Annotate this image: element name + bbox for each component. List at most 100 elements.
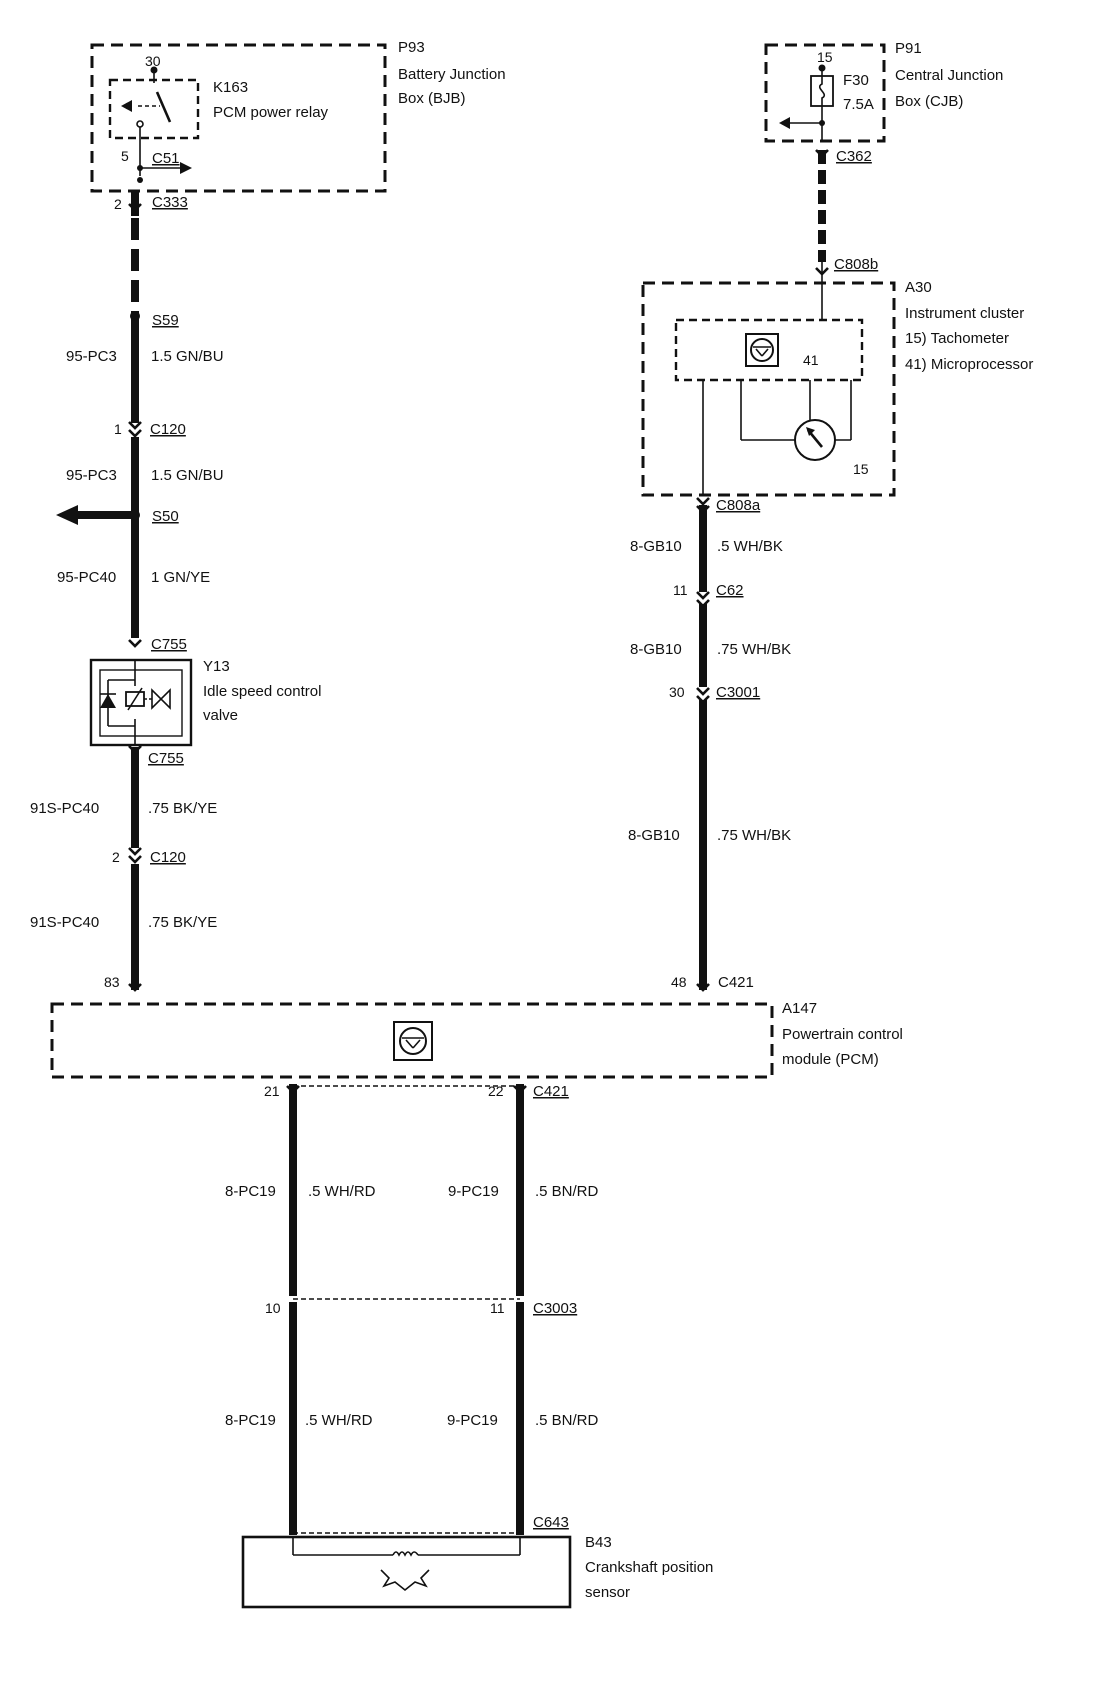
a147-line1: Powertrain control [782, 1026, 903, 1043]
conn-c643: C643 [533, 1514, 569, 1531]
conn-c808b: C808b [834, 256, 878, 273]
b43-crankshaft-sensor [241, 1535, 572, 1609]
y13-idle-speed-valve [89, 658, 193, 747]
y13-line2: valve [203, 707, 238, 724]
a30-name: Instrument cluster [905, 305, 1024, 322]
a30-id: A30 [905, 279, 932, 296]
chevron-c120b [128, 847, 142, 864]
relay-pin-5: 5 [121, 148, 129, 164]
chevron-c808a [696, 497, 710, 514]
b43-line2: sensor [585, 1584, 630, 1601]
pin-c333: 2 [114, 196, 122, 212]
left-size-b: .5 WH/RD [305, 1412, 373, 1429]
p93-id: P93 [398, 39, 425, 56]
conn-c808a: C808a [716, 497, 761, 514]
pin-pcm-21: 21 [264, 1083, 280, 1099]
conn-pcm-c421-bottom: C421 [533, 1083, 569, 1100]
y13-id: Y13 [203, 658, 230, 675]
chevron-c62 [696, 591, 710, 608]
conn-c3001: C3001 [716, 684, 760, 701]
chevron-c333 [128, 203, 142, 212]
a147-pcm-module [50, 1002, 774, 1079]
p91-id: P91 [895, 40, 922, 57]
a30-label-41: 41 [803, 352, 819, 368]
rwire2-size: .75 WH/BK [717, 641, 791, 658]
right-size-b: .5 BN/RD [535, 1412, 599, 1429]
rwire3-size: .75 WH/BK [717, 827, 791, 844]
chevron-c120a [128, 421, 142, 438]
reluctor-wheel-icon [380, 1569, 430, 1592]
wire4-size: .75 BK/YE [148, 800, 217, 817]
wire2-size: 1.5 GN/BU [151, 467, 224, 484]
wire3-size: 1 GN/YE [151, 569, 210, 586]
fuse-pin-15: 15 [817, 49, 833, 65]
conn-c120b: C120 [150, 849, 186, 866]
conn-c51: C51 [152, 150, 180, 167]
b43-line1: Crankshaft position [585, 1559, 713, 1576]
pin-c3003-right: 11 [490, 1300, 505, 1316]
p93-label-line2: Box (BJB) [398, 90, 466, 107]
p91-line2: Box (CJB) [895, 93, 963, 110]
pin-c3003-left: 10 [265, 1300, 281, 1316]
rwire3-code: 8-GB10 [628, 827, 680, 844]
f30-rating: 7.5A [843, 96, 874, 113]
pin-pcm-83: 83 [104, 974, 120, 990]
pin-pcm-48: 48 [671, 974, 687, 990]
k163-relay-box [108, 78, 200, 140]
splice-s59-dot [130, 311, 140, 321]
a30-item15: 15) Tachometer [905, 330, 1009, 347]
conn-c362: C362 [836, 148, 872, 165]
wire1-size: 1.5 GN/BU [151, 348, 224, 365]
pin-c62: 11 [673, 582, 688, 598]
k163-id: K163 [213, 79, 248, 96]
wire1-code: 95-PC3 [66, 348, 117, 365]
rwire1-size: .5 WH/BK [717, 538, 783, 555]
a147-id: A147 [782, 1000, 817, 1017]
pin-pcm-22: 22 [488, 1083, 504, 1099]
conn-c62: C62 [716, 582, 744, 599]
a30-instrument-cluster [641, 281, 896, 497]
wire2-code: 95-PC3 [66, 467, 117, 484]
left-code-b: 8-PC19 [225, 1412, 276, 1429]
pin-c3001: 30 [669, 684, 685, 700]
sensor-wires [289, 1084, 524, 1535]
right-code-b: 9-PC19 [447, 1412, 498, 1429]
wire5-code: 91S-PC40 [30, 914, 99, 931]
a30-label-15: 15 [853, 461, 869, 477]
p93-battery-junction-box [90, 43, 387, 193]
splice-s59: S59 [152, 312, 179, 329]
conn-c120a: C120 [150, 421, 186, 438]
rwire1-code: 8-GB10 [630, 538, 682, 555]
wire3-code: 95-PC40 [57, 569, 116, 586]
chevron-pcm-83 [128, 983, 142, 992]
wire5-size: .75 BK/YE [148, 914, 217, 931]
chevron-pcm-48 [696, 983, 710, 992]
wire4-code: 91S-PC40 [30, 800, 99, 817]
p93-label-line1: Battery Junction [398, 66, 506, 83]
pin-c120a: 1 [114, 421, 122, 437]
s50-branch-arrow [56, 505, 78, 525]
conn-c755b: C755 [148, 750, 184, 767]
rwire2-code: 8-GB10 [630, 641, 682, 658]
splice-s50: S50 [152, 508, 179, 525]
p91-central-junction-box [764, 43, 886, 143]
right-size-a: .5 BN/RD [535, 1183, 599, 1200]
b43-id: B43 [585, 1534, 612, 1551]
left-size-a: .5 WH/RD [308, 1183, 376, 1200]
y13-line1: Idle speed control [203, 683, 321, 700]
chevron-c755a [128, 639, 142, 648]
a147-line2: module (PCM) [782, 1051, 879, 1068]
f30-id: F30 [843, 72, 869, 89]
chevron-pcm-22 [513, 1085, 527, 1094]
k163-name: PCM power relay [213, 104, 329, 121]
conn-pcm-c421-top: C421 [718, 974, 754, 991]
right-code-a: 9-PC19 [448, 1183, 499, 1200]
chevron-c3001 [696, 687, 710, 704]
conn-c3003: C3003 [533, 1300, 577, 1317]
a30-item41: 41) Microprocessor [905, 356, 1033, 373]
conn-c755a: C755 [151, 636, 187, 653]
chevron-pcm-21 [286, 1085, 300, 1094]
p91-line1: Central Junction [895, 67, 1003, 84]
conn-c333: C333 [152, 194, 188, 211]
